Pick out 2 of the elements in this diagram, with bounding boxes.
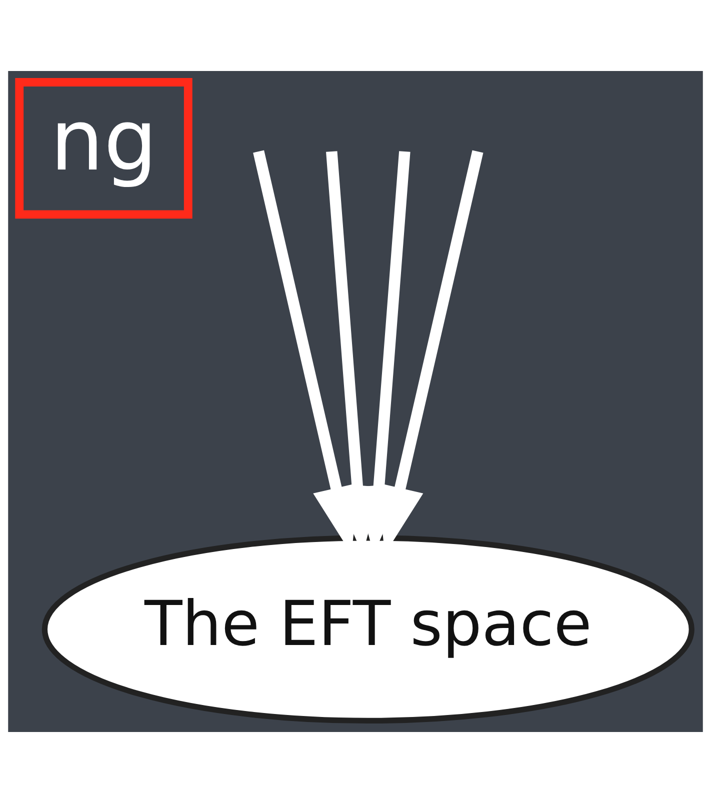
node-box: ng	[15, 78, 192, 219]
node-ellipse: The EFT space	[42, 535, 694, 724]
